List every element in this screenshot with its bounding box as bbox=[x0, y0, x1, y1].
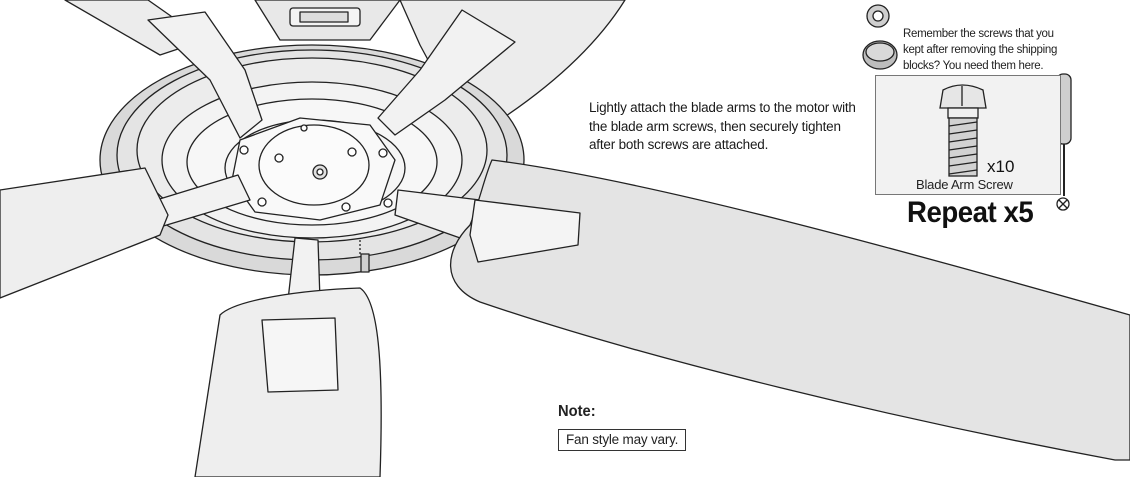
note-text: Fan style may vary. bbox=[558, 429, 687, 451]
shipping-block-icon bbox=[862, 4, 898, 70]
reminder-text: Remember the screws that you kept after … bbox=[903, 28, 1058, 72]
hardware-box bbox=[875, 75, 1061, 195]
note-title: Note: bbox=[558, 403, 596, 420]
instruction-text: Lightly attach the blade arms to the mot… bbox=[589, 100, 856, 152]
blade-arm-screw-icon bbox=[939, 84, 987, 177]
fan-blade-left bbox=[0, 167, 169, 299]
hardware-label: Blade Arm Screw bbox=[916, 177, 1013, 192]
fan-blade-right bbox=[450, 159, 1130, 461]
repeat-instruction: Repeat x5 bbox=[907, 196, 1034, 229]
blade-arm-upper-right bbox=[377, 9, 516, 136]
hardware-quantity: x10 bbox=[987, 157, 1015, 176]
blade-arm-upper-left bbox=[147, 11, 263, 139]
